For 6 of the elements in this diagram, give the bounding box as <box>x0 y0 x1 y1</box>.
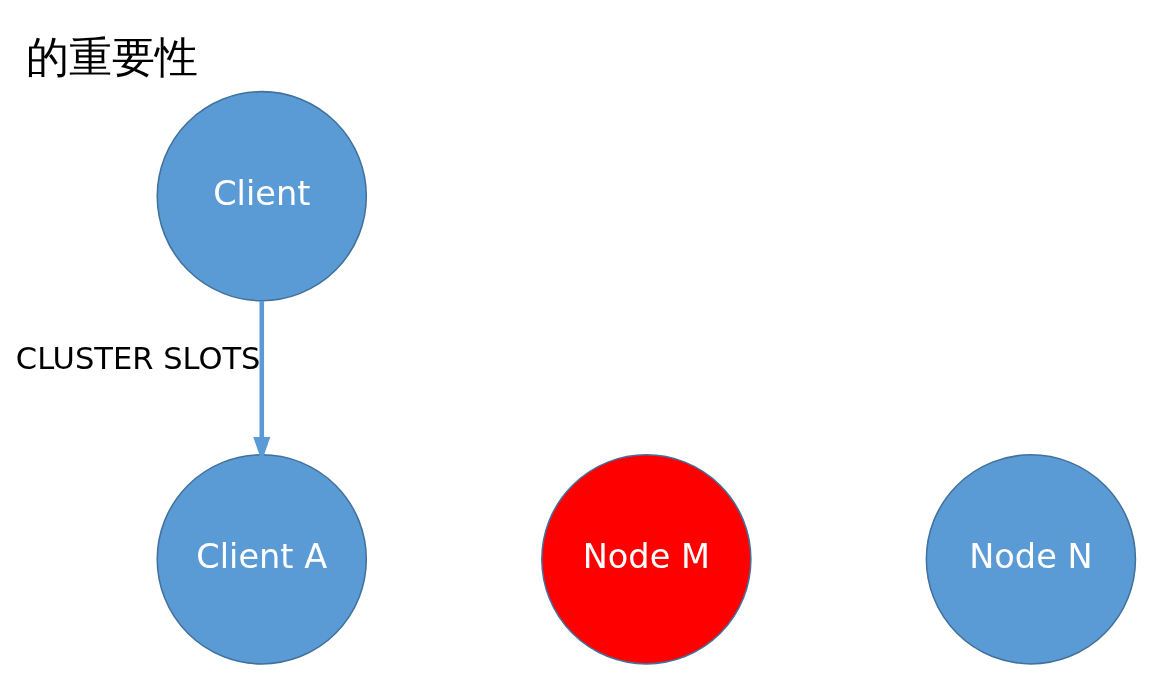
node-circle: Client A <box>156 454 368 665</box>
node-circle: Client <box>156 90 368 302</box>
diagram-title: 的重要性 <box>26 32 199 83</box>
edge-label: CLUSTER SLOTS <box>15 340 261 376</box>
node-circle: Node M <box>541 454 752 665</box>
node-circle: Node N <box>925 454 1137 665</box>
